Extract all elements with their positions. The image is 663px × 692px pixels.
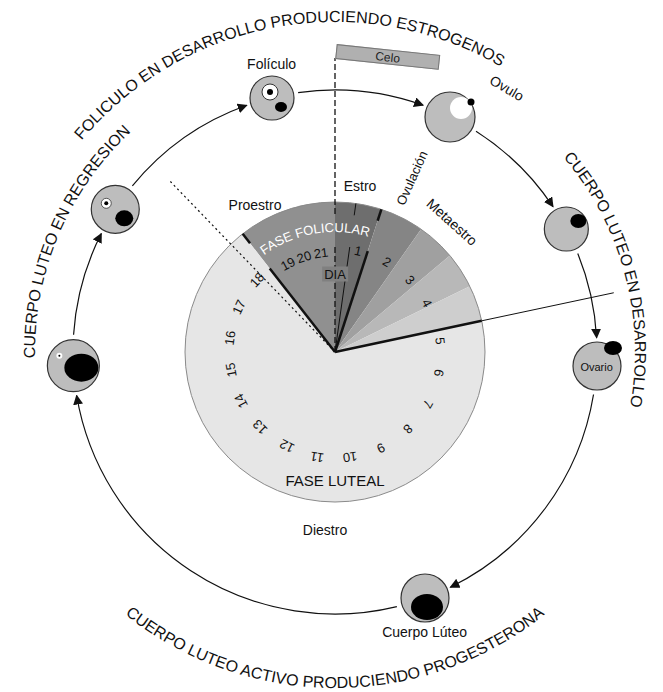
stage-name: Ovulación [395,149,430,207]
stage-name: Estro [344,179,377,193]
band-label: Celo [375,50,401,65]
follicle [56,353,62,359]
oocyte [58,355,60,357]
cycle-arrow [578,253,597,337]
phase-line [378,209,382,220]
stage-caption: FOLICULO EN DESARROLLO PRODUCIENDO ESTRO… [71,8,508,143]
ovary-outline [573,342,621,390]
oocyte [267,89,273,95]
day-number: 21 [313,246,329,261]
cycle-arrow [298,90,423,105]
ovary-outline [544,207,588,251]
follicle [101,198,111,208]
corpus-luteum [570,214,586,228]
phase-title: FASE LUTEAL [285,473,384,488]
ovary-symbol [401,574,449,622]
ovary-label: Ovulo [487,72,526,102]
day-number: 16 [223,330,238,346]
stage-caption: CUERPO LUTEO EN REGRESION [21,122,133,359]
ovum [467,98,474,105]
phase-line [243,234,250,243]
ovary-outline [47,340,99,392]
ovary-label: Folículo [247,57,296,71]
ovary-node: Ovario [573,342,621,390]
cycle-arrow [476,131,553,207]
stage-name: Diestro [303,523,347,537]
heat-band: Celo [335,44,440,70]
ovary-outline [250,76,294,120]
phase-line [354,203,356,215]
stage-caption: CUERPO LUTEO ACTIVO PRODUCIENDO PROGESTE… [123,603,547,691]
ovary-outline [401,574,449,622]
ovary-label: Ovario [580,362,612,373]
ovary-symbol [250,76,294,120]
day-number: 11 [310,449,325,464]
ovary-outline [91,185,139,233]
cycle-arrow [77,396,397,614]
stage-caption: CUERPO LUTEO EN DESARROLLO [561,148,649,409]
phase-line [335,247,350,352]
pie-outline [185,202,485,502]
phase-line [334,58,335,214]
phase-line [335,321,482,352]
follicle [262,84,278,100]
ovary-label: Cuerpo Lúteo [382,625,467,639]
ovary-node: Cuerpo Lúteo [401,574,449,622]
cycle-arrow [74,234,102,335]
cycle-arrow [132,105,246,186]
ovary-node: Folículo [250,76,294,120]
stage-name: Proestro [229,198,282,212]
phase-line [334,246,335,352]
oocyte [104,201,108,205]
ovary-node: Ovulo [425,92,475,142]
corpus-remnant [275,102,287,112]
cycle-arrow [450,395,593,588]
phase-line [482,293,614,321]
day-number: 15 [223,362,238,379]
axis-title: DIA [322,267,348,282]
corpus-luteum [604,341,622,355]
corpus-luteum [115,210,133,226]
phase-line [168,179,335,352]
ovary-outline [425,92,475,142]
corpus-luteum [64,354,98,382]
ovary-symbol [425,92,475,142]
pie-sector [185,234,485,502]
day-number: 10 [342,450,358,465]
corpus-luteum [411,594,443,620]
day-number: 5 [434,337,448,346]
